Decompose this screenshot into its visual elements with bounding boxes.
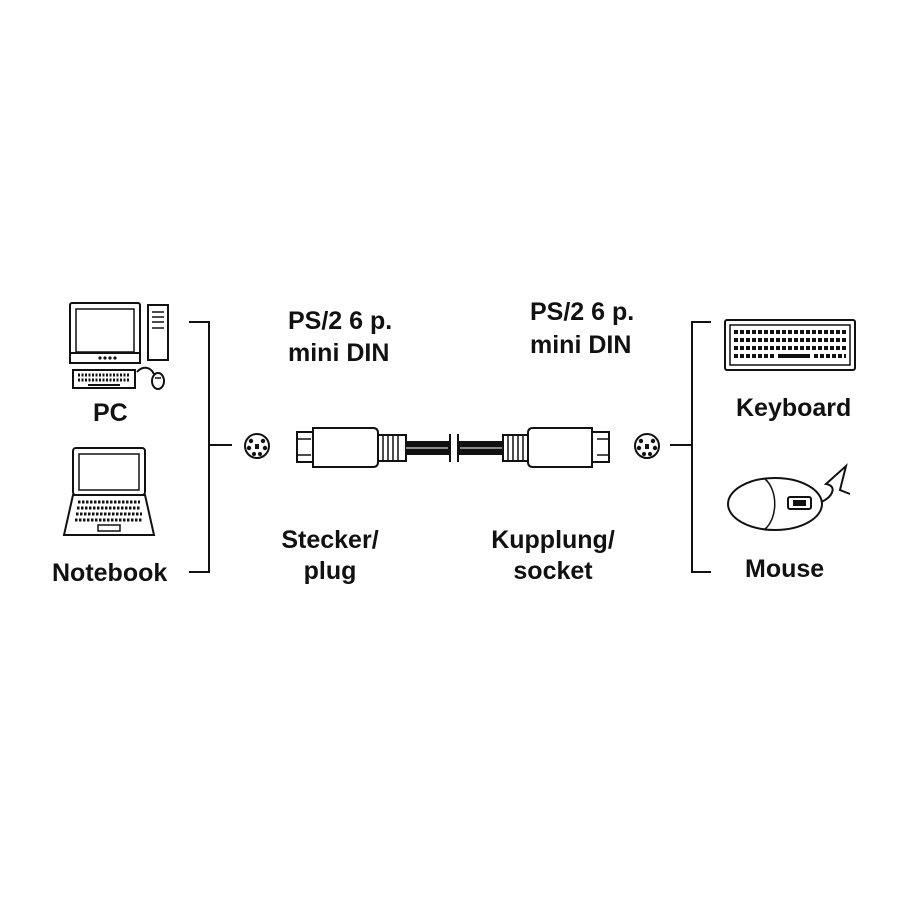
socket-type-line2: socket: [513, 557, 593, 585]
plug-spec-line2: mini DIN: [288, 339, 390, 367]
right-bracket: [670, 321, 711, 573]
socket-connector-icon: [502, 427, 610, 468]
notebook-icon: [62, 447, 156, 536]
plug-type-line2: plug: [303, 557, 357, 585]
socket-spec-line2: mini DIN: [530, 331, 632, 359]
keyboard-label: Keyboard: [736, 394, 852, 422]
pc-label: PC: [93, 399, 128, 427]
notebook-label: Notebook: [52, 559, 168, 587]
plug-type-line1: Stecker/: [281, 526, 379, 554]
mouse-icon: [727, 463, 851, 531]
pc-icon: [69, 302, 169, 390]
left-bracket: [189, 321, 232, 573]
socket-face-icon: [634, 433, 660, 459]
socket-type-line1: Kupplung/: [491, 526, 615, 554]
plug-face-icon: [244, 433, 270, 459]
cable: [406, 434, 506, 462]
socket-spec-line1: PS/2 6 p.: [530, 298, 635, 326]
mouse-label: Mouse: [745, 555, 825, 583]
plug-spec-line1: PS/2 6 p.: [288, 307, 393, 335]
keyboard-icon: [724, 319, 856, 371]
plug-connector-icon: [296, 427, 407, 468]
